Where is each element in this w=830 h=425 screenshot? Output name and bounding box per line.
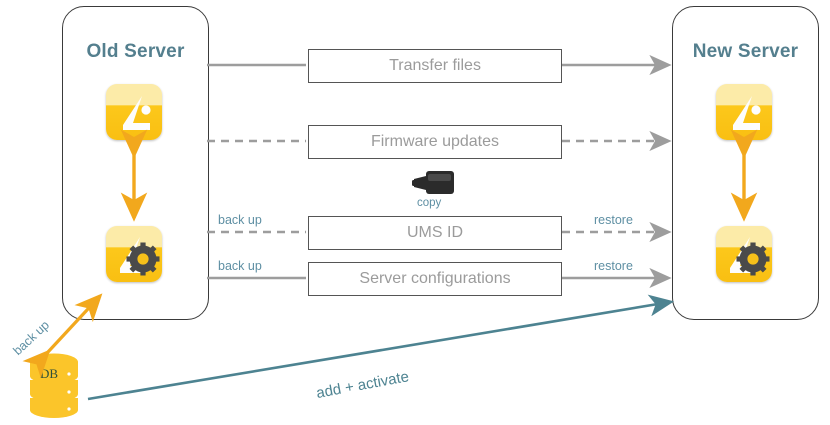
new-server-app-icon [716, 84, 772, 140]
usb-adapter-icon [412, 171, 454, 194]
tile-gloss [106, 84, 162, 106]
transfer-box-0[interactable]: Transfer files [308, 49, 562, 83]
database-backup-arrow [22, 293, 103, 379]
usb-caption: copy [417, 197, 442, 209]
app-logo-gear-glyph [730, 237, 770, 276]
app-logo-glyph [733, 96, 761, 130]
left-label-3: back up [218, 259, 262, 273]
app-logo-gear-glyph [120, 237, 160, 276]
old-server-title: Old Server [86, 41, 185, 62]
right-label-2: restore [594, 213, 633, 227]
transfer-box-3[interactable]: Server configurations [308, 262, 562, 296]
app-logo-glyph [123, 96, 151, 130]
transfer-box-label: Server configurations [359, 270, 511, 287]
transfer-box-2[interactable]: UMS ID [308, 216, 562, 250]
tile-gloss [716, 84, 772, 106]
new-server-title: New Server [692, 41, 799, 62]
transfer-box-1[interactable]: Firmware updates [308, 125, 562, 159]
tile-gloss [716, 226, 772, 248]
old-server-config-icon [106, 226, 162, 282]
transfer-box-label: UMS ID [407, 224, 463, 241]
new-server-config-icon [716, 226, 772, 282]
add-activate-arrow [87, 294, 675, 401]
right-label-3: restore [594, 259, 633, 273]
transfer-box-label: Transfer files [389, 57, 481, 74]
tile-gloss [106, 226, 162, 248]
transfer-box-label: Firmware updates [370, 133, 500, 150]
left-label-2: back up [218, 213, 262, 227]
